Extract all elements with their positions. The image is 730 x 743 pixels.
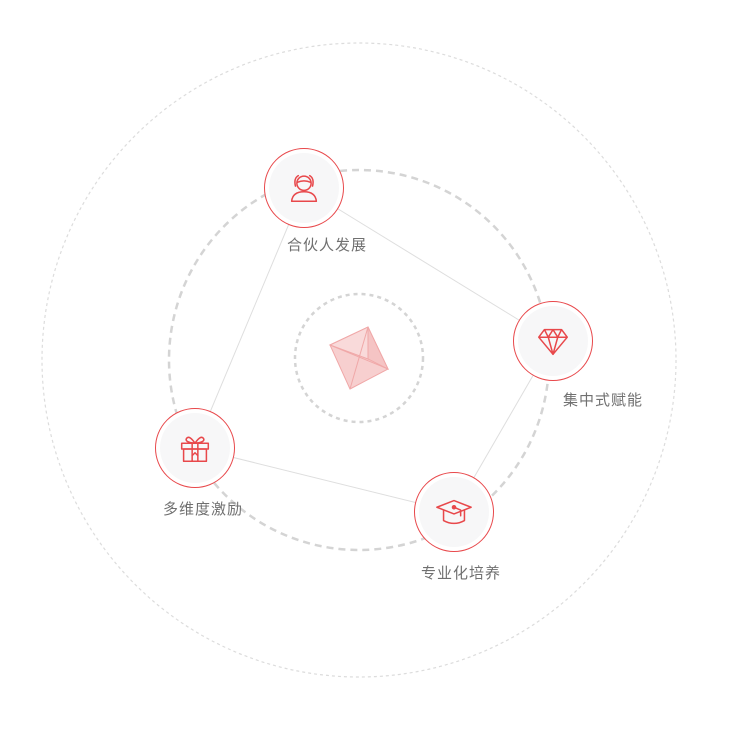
inner-ring — [293, 292, 425, 424]
label-centralized-empowerment: 集中式赋能 — [562, 391, 644, 409]
pyramid-icon — [328, 326, 390, 390]
gift-icon — [180, 436, 210, 463]
partner-user-icon — [290, 174, 318, 203]
label-professional-training: 专业化培养 — [420, 564, 502, 582]
outer-ring — [41, 42, 677, 678]
diamond-icon — [537, 328, 569, 356]
node-multi-dimensional-incentives[interactable] — [155, 408, 235, 488]
label-partner-development: 合伙人发展 — [286, 236, 368, 254]
graduation-cap-icon — [436, 499, 472, 525]
node-centralized-empowerment[interactable] — [513, 301, 593, 381]
label-multi-dimensional-incentives: 多维度激励 — [162, 500, 244, 518]
node-professional-training[interactable] — [414, 472, 494, 552]
node-partner-development[interactable] — [264, 148, 344, 228]
